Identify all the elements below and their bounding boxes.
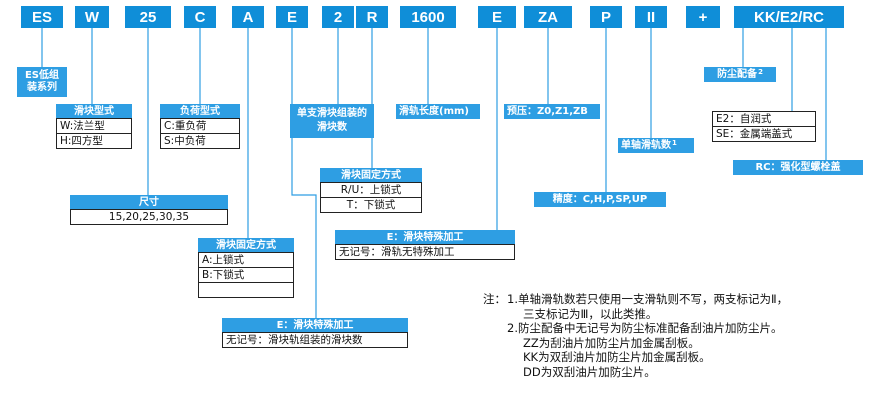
- label-load-type: 负荷型式: [160, 104, 240, 118]
- note-line: 2.防尘配备中无记号为防尘标准配备刮油片加防尘片。: [507, 321, 783, 335]
- code-size: 25: [125, 6, 171, 28]
- label-rail-special: E：滑块特殊加工: [335, 230, 515, 244]
- single-rail-count-sup: 1: [672, 139, 677, 147]
- table-row: R/U：上锁式: [340, 184, 402, 196]
- code-1600: 1600: [400, 6, 456, 28]
- label-single-rail-count: 单轴滑轨数1: [618, 138, 694, 153]
- table-row: A:上锁式: [202, 254, 245, 266]
- table-row: S:中负荷: [161, 133, 239, 148]
- code-c: C: [184, 6, 216, 28]
- code-e1: E: [276, 6, 308, 28]
- table-load-type: C:重负荷 S:中负荷: [160, 118, 240, 149]
- note-line: 三支标记为Ⅲ，以此类推。: [523, 306, 658, 321]
- note-line: ZZ为刮油片加防尘片加金属刮板。: [523, 335, 700, 350]
- table-row: 15,20,25,30,35: [108, 211, 190, 223]
- table-row: B:下锁式: [199, 267, 293, 282]
- code-r: R: [356, 6, 388, 28]
- note-line: KK为双刮油片加防尘片加金属刮板。: [523, 350, 711, 364]
- connector-e1: [291, 28, 317, 318]
- dust-accessory-text: 防尘配备: [717, 69, 758, 80]
- label-slider-type: 滑块型式: [56, 104, 132, 118]
- table-slider-type: W:法兰型 H:四方型: [56, 118, 132, 149]
- label-preload: 预压：Z0,Z1,ZB: [504, 104, 600, 119]
- table-slider-fix: A:上锁式 B:下锁式: [198, 252, 294, 298]
- table-row: T：下锁式: [321, 197, 421, 212]
- label-es-series: ES低组装系列: [17, 67, 67, 97]
- code-a: A: [232, 6, 264, 28]
- code-e2: E: [478, 6, 516, 28]
- code-2: 2: [322, 6, 354, 28]
- table-row: 无记号：滑块轨组装的滑块数: [226, 334, 363, 346]
- label-slider-fix: 滑块固定方式: [198, 238, 294, 252]
- table-slider-special: 无记号：滑块轨组装的滑块数: [222, 332, 408, 348]
- notes-prefix: 注：: [483, 292, 506, 306]
- table-row: H:四方型: [57, 133, 131, 148]
- table-row: W:法兰型: [60, 120, 105, 132]
- dust-accessory-sup: 2: [758, 68, 763, 76]
- code-p: P: [590, 6, 622, 28]
- single-rail-count-text: 单轴滑轨数: [621, 140, 671, 151]
- table-dust: E2：自润式 SE：金属端盖式: [712, 111, 816, 142]
- label-rc: RC：强化型螺栓盖: [733, 160, 863, 175]
- code-plus: +: [686, 6, 720, 28]
- note-line: DD为双刮油片加防尘片。: [523, 364, 656, 379]
- note-line: 1.单轴滑轨数若只使用一支滑轨则不写，两支标记为Ⅱ，: [507, 292, 789, 306]
- code-kk-e2-rc: KK/E2/RC: [734, 6, 844, 28]
- label-size: 尺寸: [70, 195, 228, 209]
- notes-block: 1.单轴滑轨数若只使用一支滑轨则不写，两支标记为Ⅱ， 三支标记为Ⅲ，以此类推。 …: [507, 292, 788, 379]
- table-row: 无记号：滑轨无特殊加工: [339, 246, 455, 258]
- table-rail-fix: R/U：上锁式 T：下锁式: [320, 182, 422, 213]
- code-ii: II: [635, 6, 667, 28]
- label-slider-special: E：滑块特殊加工: [222, 318, 408, 332]
- label-single-rail-slider-count: 单支滑块组装的滑块数: [290, 104, 374, 138]
- table-row: [199, 282, 293, 297]
- table-row: C:重负荷: [164, 120, 207, 132]
- code-za: ZA: [524, 6, 572, 28]
- code-es: ES: [21, 6, 63, 28]
- table-size: 15,20,25,30,35: [70, 209, 228, 225]
- table-row: SE：金属端盖式: [716, 128, 793, 140]
- table-row: E2：自润式: [713, 112, 815, 127]
- label-rail-fix: 滑块固定方式: [320, 168, 422, 182]
- label-precision: 精度：C,H,P,SP,UP: [534, 192, 666, 207]
- code-w: W: [75, 6, 109, 28]
- label-rail-length: 滑轨长度(mm): [396, 104, 480, 119]
- table-rail-special: 无记号：滑轨无特殊加工: [335, 244, 515, 260]
